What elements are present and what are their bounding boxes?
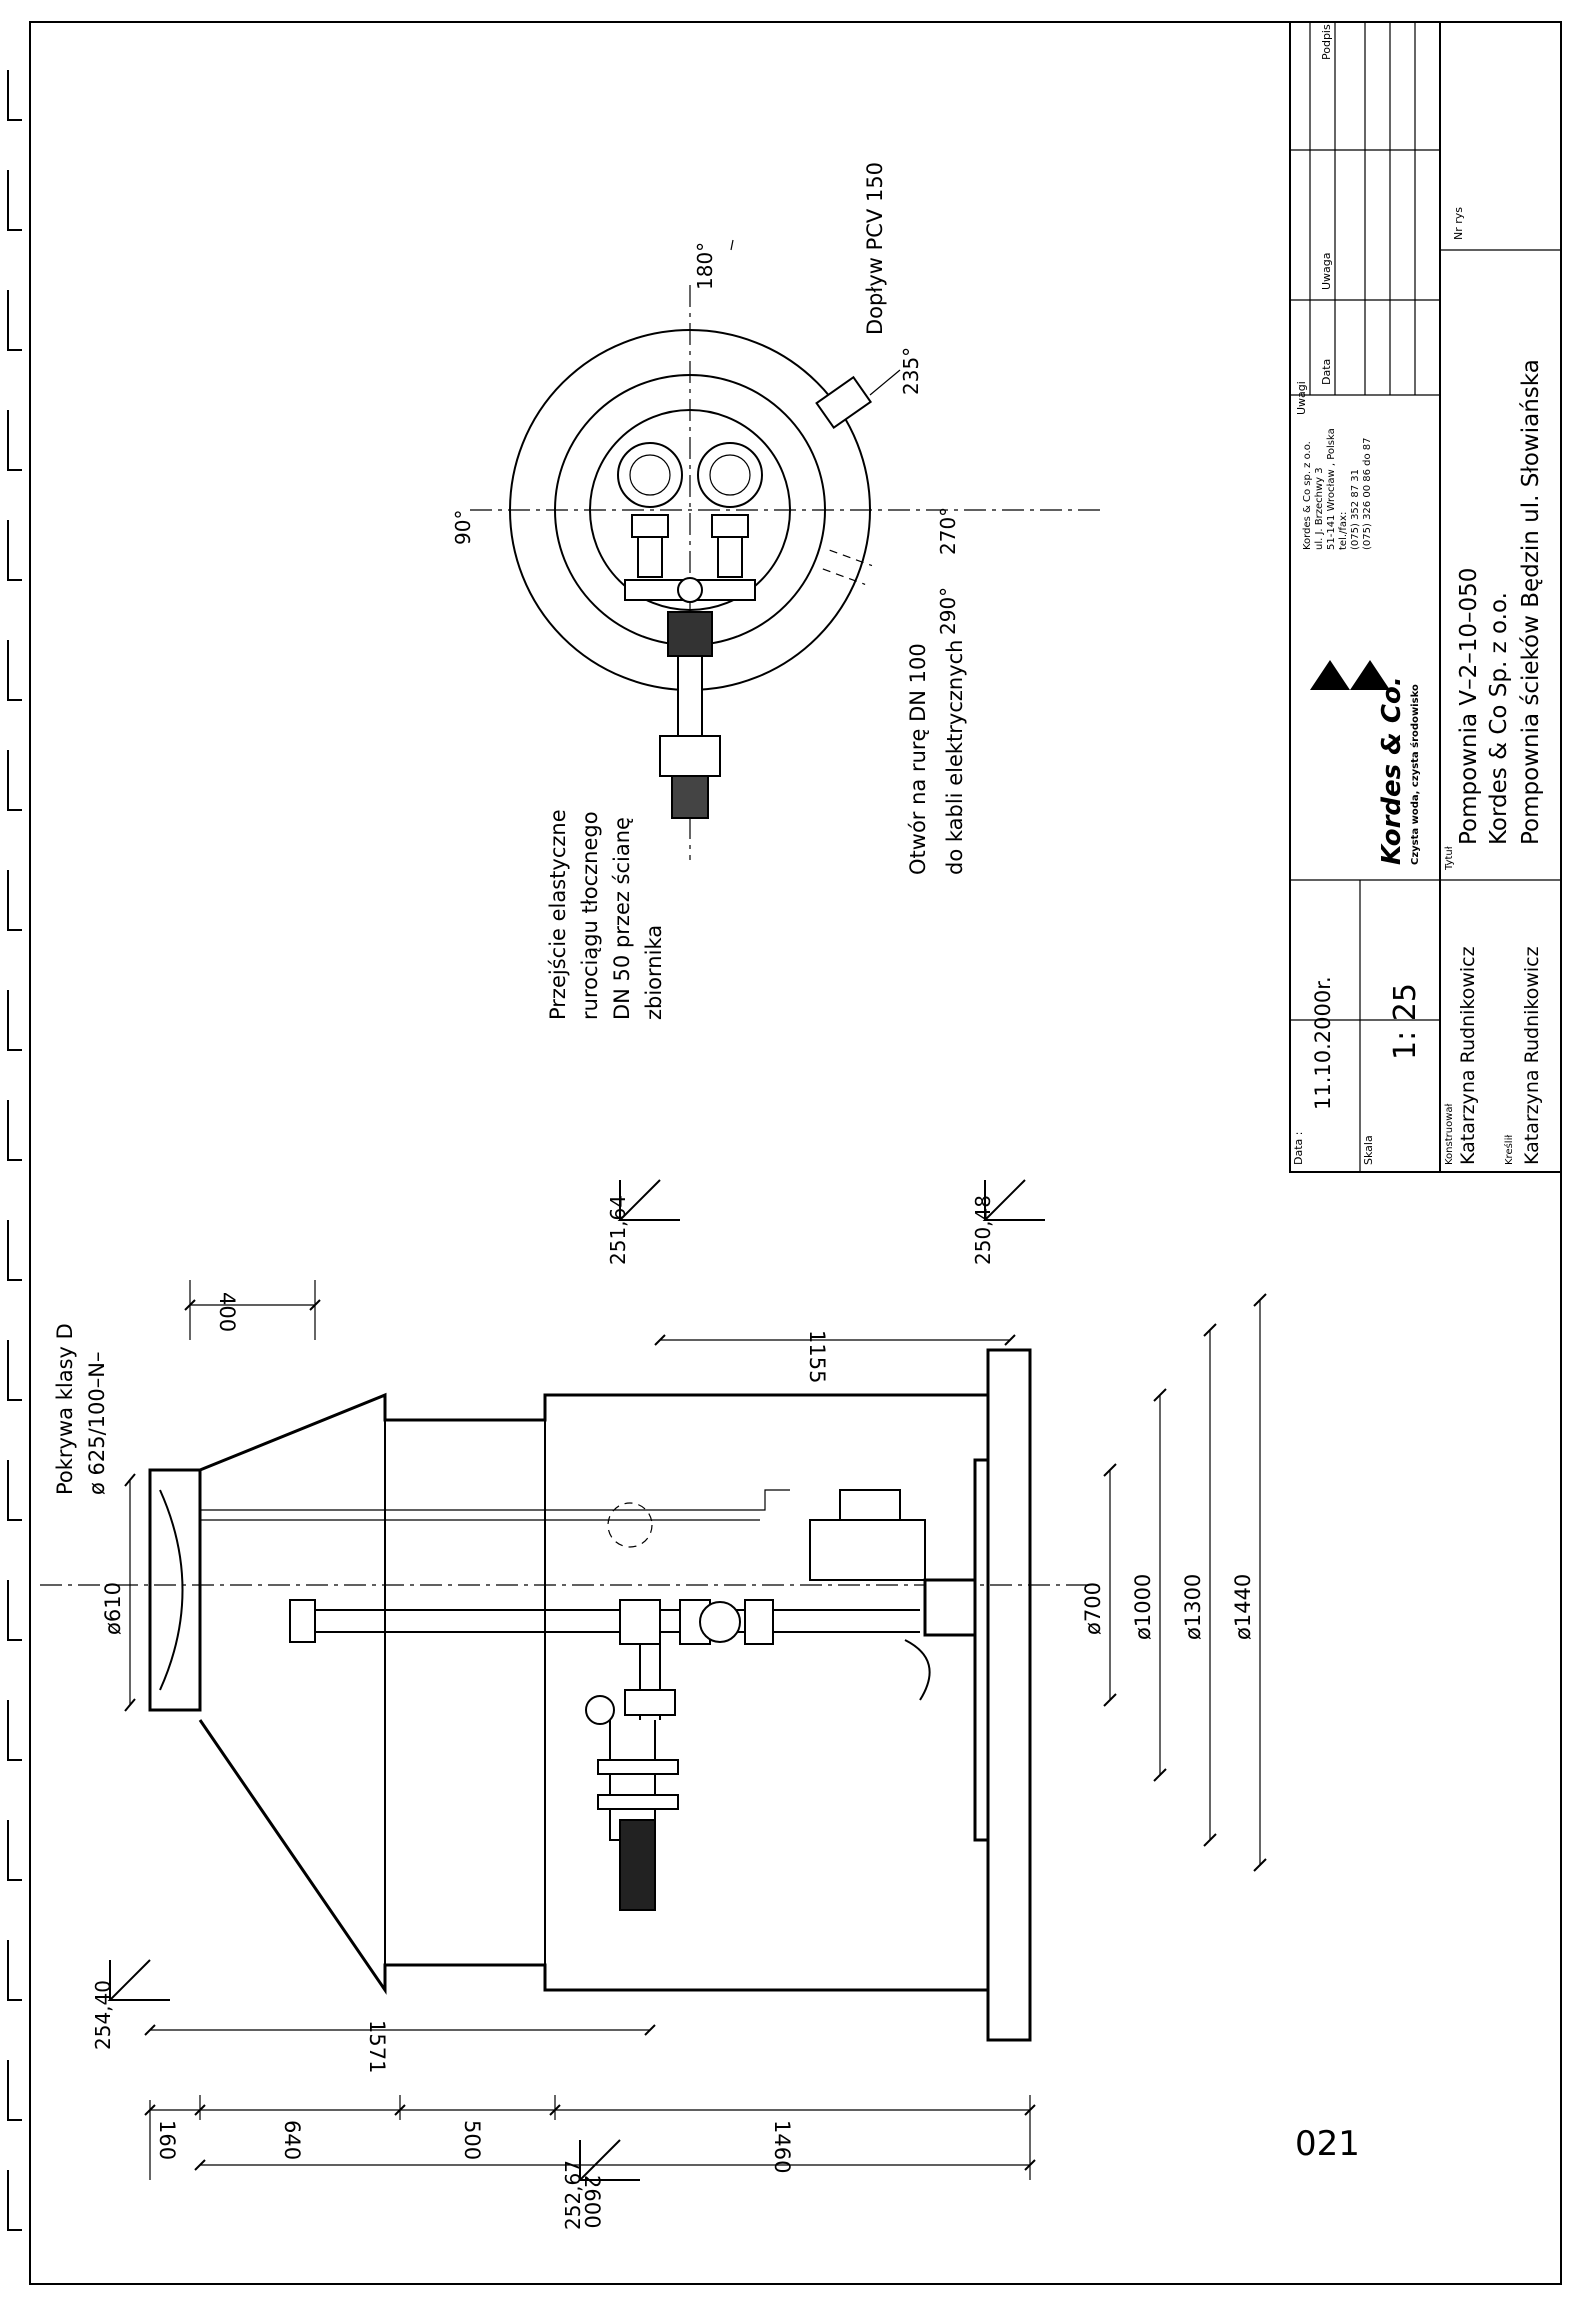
address-4: tel./fax: — [1338, 512, 1349, 550]
address-3: 51-141 Wrocław , Polska — [1326, 428, 1337, 550]
plan-view: 180° 90° 235° 270° 290° Dopływ PCV 150 O… — [451, 162, 1100, 1020]
date-column-header: Data — [1320, 359, 1333, 385]
pipe-note-4: zbiornika — [642, 925, 666, 1020]
logo-tagline: Czysta woda, czysta środowisko — [1409, 684, 1421, 865]
date-label: Data : — [1292, 1132, 1305, 1165]
dim-500: 500 — [460, 2120, 484, 2160]
inflow-label: Dopływ PCV 150 — [863, 162, 887, 335]
cable-note-2: do kabli elektrycznych — [943, 640, 967, 875]
cover-diameter: ø610 — [101, 1582, 125, 1635]
cover-note-2: ø 625/100–N– — [85, 1352, 109, 1495]
diameter-1000: ø1000 — [1131, 1574, 1155, 1640]
section-view: Pokrywa klasy D ø 625/100–N– ø610 ø700 ø… — [40, 1179, 1267, 2230]
dim-160: 160 — [155, 2120, 179, 2160]
drafter-name: Katarzyna Rudnikowicz — [1521, 946, 1543, 1165]
angle-235: 235° — [899, 347, 923, 395]
diameter-700: ø700 — [1081, 1582, 1105, 1635]
title-line-1: Pompownia V–2–10–050 — [1456, 568, 1482, 845]
section-dims: 400 1155 1571 160 640 500 1460 2600 — [144, 1280, 1036, 2228]
designer-label: Konstruował — [1444, 1103, 1455, 1165]
level-252-67: 252,67 — [561, 2160, 585, 2230]
dim-640: 640 — [280, 2120, 304, 2160]
title-block: Uwagi Data Uwaga Podpis Nr rys Kordes & … — [1289, 21, 1562, 1173]
address-6: (075) 326 00 86 do 87 — [1362, 437, 1373, 550]
drafter-label: Kreślił — [1503, 1135, 1515, 1165]
dim-1155: 1155 — [805, 1330, 829, 1383]
angle-180: 180° — [693, 242, 717, 290]
title-line-3: Pompownia ścieków Będzin ul. Słowiańska — [1518, 359, 1544, 845]
date-value: 11.10.2000r. — [1311, 976, 1335, 1110]
address-2: ul. J. Brzechwy 3 — [1314, 467, 1325, 550]
note-column-header: Uwaga — [1320, 252, 1333, 290]
binder-margin-ticks — [7, 70, 22, 2231]
designer-name: Katarzyna Rudnikowicz — [1457, 946, 1479, 1165]
level-marks: 251,64 250,48 254,40 252,67 — [91, 1179, 1045, 2230]
diameter-dims: ø700 ø1000 ø1300 ø1440 — [1081, 1293, 1267, 1872]
pipe-note-3: DN 50 przez ścianę — [610, 817, 634, 1020]
logo-name: Kordes & Co. — [1377, 676, 1407, 865]
title-line-2: Kordes & Co Sp. z o.o. — [1486, 592, 1512, 845]
level-251-64: 251,64 — [606, 1195, 630, 1265]
dim-1571: 1571 — [365, 2020, 389, 2073]
pipe-note-2: rurociągu tłocznego — [578, 811, 602, 1020]
address-1: Kordes & Co sp. z o.o. — [1302, 441, 1313, 550]
scale-value: 1: 25 — [1388, 983, 1423, 1060]
drawing-no-label: Nr rys — [1452, 207, 1465, 240]
dim-2600: 2600 — [580, 2175, 604, 2228]
cable-note-1: Otwór na rurę DN 100 — [906, 643, 930, 875]
level-254-40: 254,40 — [91, 1980, 115, 2050]
cover-note-1: Pokrywa klasy D — [53, 1323, 77, 1495]
company-logo: Kordes & Co. Czysta woda, czysta środowi… — [1310, 660, 1421, 865]
level-250-48: 250,48 — [971, 1195, 995, 1265]
title-label: Tytuł — [1444, 846, 1455, 871]
pump-section — [809, 1489, 977, 1701]
page-number: 021 — [1295, 2124, 1360, 2164]
angle-290: 290° — [936, 587, 960, 635]
sign-column-header: Podpis — [1320, 24, 1333, 60]
angle-90: 90° — [451, 510, 475, 545]
angle-270: 270° — [936, 507, 960, 555]
diameter-1440: ø1440 — [1231, 1574, 1255, 1640]
pipe-note-1: Przejście elastyczne — [546, 809, 570, 1020]
dim-400: 400 — [215, 1292, 239, 1332]
address-5: (075) 352 87 31 — [1350, 469, 1361, 550]
scale-label: Skala — [1362, 1135, 1375, 1165]
pump-left — [617, 442, 683, 578]
pump-right — [697, 442, 763, 578]
notes-header: Uwagi — [1295, 381, 1308, 415]
diameter-1300: ø1300 — [1181, 1574, 1205, 1640]
